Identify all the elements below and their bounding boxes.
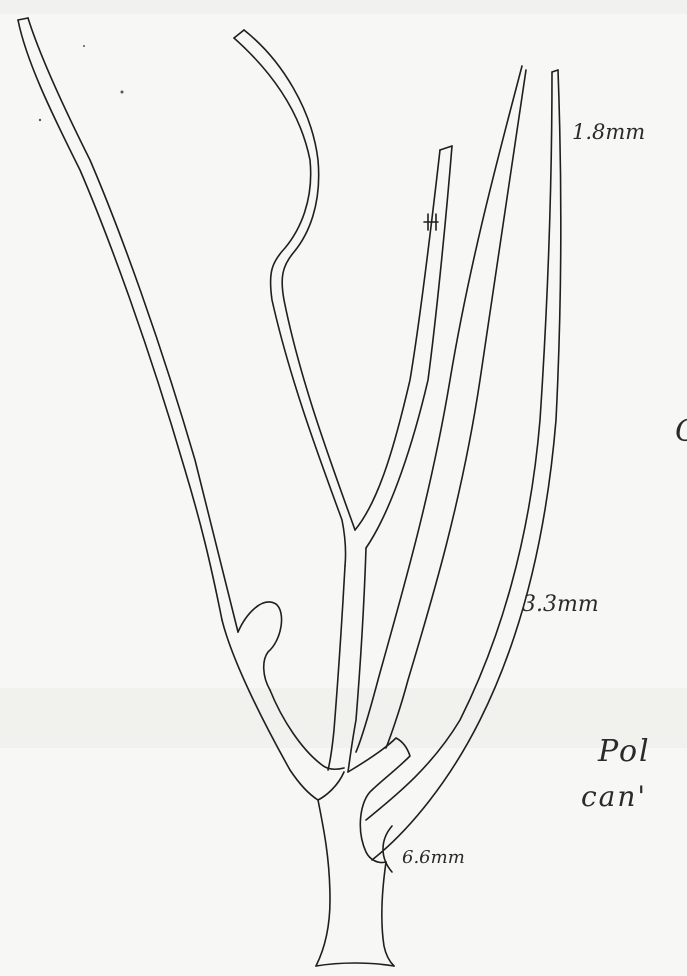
curved-branch-inner <box>244 30 355 530</box>
pencil-speck <box>39 119 41 121</box>
side-note-line-1: Pol <box>598 734 651 769</box>
pencil-speck <box>83 45 85 47</box>
middle-branch-left <box>355 150 440 530</box>
middle-branch-tip <box>440 146 452 150</box>
trunk-bottom <box>316 963 394 966</box>
left-branch-tip <box>18 18 28 20</box>
mid-width-label: 3.3mm <box>522 592 599 617</box>
trunk-right <box>382 862 394 966</box>
right-inner-branch-right <box>386 70 526 748</box>
far-right-branch-tip <box>552 70 558 72</box>
pencil-speck <box>121 91 124 94</box>
base-width-label: 6.6mm <box>402 847 465 868</box>
left-branch-outline-outer <box>18 20 222 620</box>
left-branch-outline-inner <box>28 18 238 632</box>
side-note-line-2: can' <box>581 780 647 813</box>
curved-branch-tip <box>234 30 244 38</box>
tip-width-label: 1.8mm <box>572 120 645 144</box>
trunk-left <box>316 800 330 966</box>
margin-mark: C <box>675 414 687 449</box>
trunk-crotch <box>318 772 344 800</box>
right-inner-branch-left <box>356 66 522 752</box>
curved-branch-outer <box>234 38 346 566</box>
paper-fold-shadow <box>0 688 687 748</box>
side-bud-outline <box>238 602 282 690</box>
paper-edge-shadow <box>0 0 687 14</box>
